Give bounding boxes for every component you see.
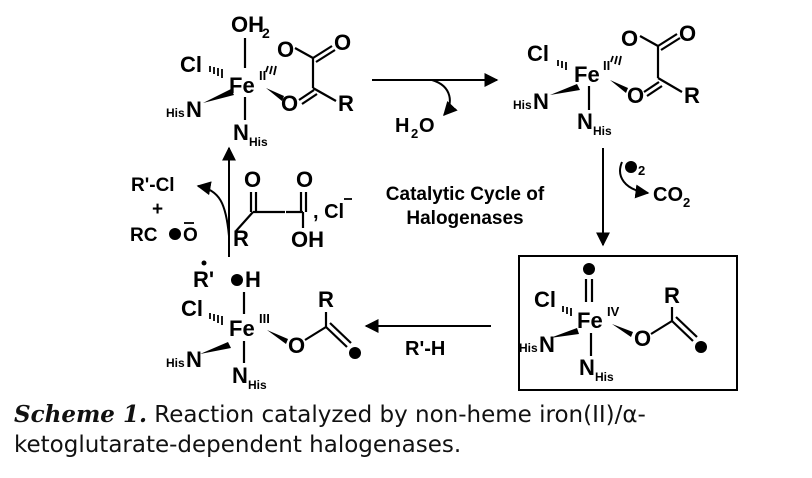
svg-text:O: O	[334, 30, 351, 55]
complex-fe2-five-coordinate: Cl Fe II O O O R His N N His	[513, 21, 700, 138]
svg-text:His: His	[249, 135, 268, 149]
scheme-caption: Scheme 1. Reaction catalyzed by non-heme…	[14, 400, 804, 460]
svg-text:O: O	[281, 91, 298, 116]
svg-text:N: N	[186, 97, 202, 122]
svg-text:Cl: Cl	[534, 287, 556, 312]
svg-text:O: O	[183, 225, 198, 246]
svg-text:O: O	[288, 333, 305, 358]
svg-text:Fe: Fe	[574, 62, 600, 87]
svg-text:R: R	[684, 83, 700, 108]
svg-text:2: 2	[262, 25, 270, 41]
incoming-alpha-ketoglutarate: O R O OH , Cl	[233, 167, 352, 252]
svg-text:N: N	[533, 89, 549, 114]
svg-text:N: N	[579, 355, 595, 380]
caption-label: Scheme 1.	[14, 401, 147, 428]
svg-text:III: III	[259, 311, 270, 326]
svg-text:R: R	[233, 226, 249, 251]
svg-text:+: +	[152, 199, 163, 220]
complex-fe2-aqua: OH 2 Cl Fe II His N N His O O O R	[166, 12, 354, 149]
chloride-ion-label: , Cl	[313, 201, 344, 223]
svg-text:O: O	[296, 167, 313, 192]
released-products: R'-Cl + RC O	[130, 175, 198, 246]
chloride-ligand-label: Cl	[180, 52, 202, 77]
svg-text:N: N	[577, 109, 593, 134]
svg-text:O: O	[634, 326, 651, 351]
svg-text:N: N	[232, 363, 248, 388]
svg-text:O: O	[627, 83, 644, 108]
svg-text:II: II	[603, 58, 610, 73]
svg-text:His: His	[166, 356, 185, 370]
svg-text:O: O	[679, 21, 696, 46]
svg-text:2: 2	[638, 163, 645, 178]
svg-text:N: N	[186, 347, 202, 372]
svg-text:Cl: Cl	[181, 296, 203, 321]
svg-text:IV: IV	[607, 304, 620, 319]
halogenase-catalytic-cycle-scheme: OH 2 Cl Fe II His N N His O O O R	[130, 12, 738, 392]
complex-fe4-oxo: Cl Fe IV His N N His O R	[518, 255, 738, 391]
svg-text:His: His	[519, 341, 538, 355]
substrate-rh-label: R'-H	[405, 338, 445, 360]
ferryl-intermediate-box	[518, 255, 738, 391]
svg-text:His: His	[248, 378, 267, 392]
water-ligand-label: OH	[231, 12, 264, 37]
svg-text:His: His	[595, 370, 614, 384]
svg-text:OH: OH	[291, 227, 324, 252]
caption-text: Reaction catalyzed by non-heme iron(II)/…	[14, 402, 646, 458]
svg-text:N: N	[539, 332, 555, 357]
svg-text:2: 2	[411, 126, 418, 141]
svg-text:His: His	[513, 98, 532, 112]
svg-text:R: R	[664, 283, 680, 308]
svg-text:R: R	[318, 287, 334, 312]
svg-text:His: His	[166, 106, 185, 120]
svg-text:II: II	[259, 68, 266, 83]
svg-text:H: H	[245, 267, 261, 292]
complex-fe3-hydroxo: R' H Cl Fe III His N N His O R	[166, 260, 361, 392]
svg-text:N: N	[233, 120, 249, 145]
svg-text:Fe: Fe	[577, 308, 603, 333]
svg-text:O: O	[244, 167, 261, 192]
svg-text:O: O	[621, 26, 638, 51]
cycle-title-line2: Halogenases	[406, 208, 523, 229]
svg-text:His: His	[593, 124, 612, 138]
svg-text:2: 2	[683, 195, 690, 210]
svg-text:Cl: Cl	[527, 41, 549, 66]
svg-text:Fe: Fe	[229, 316, 255, 341]
svg-text:O: O	[277, 37, 294, 62]
oxygen-atom-dot	[625, 161, 637, 173]
water-byproduct-label: H	[395, 115, 409, 137]
svg-text:R: R	[338, 91, 354, 116]
svg-text:R': R'	[193, 267, 214, 292]
cycle-title-line1: Catalytic Cycle of	[386, 184, 545, 205]
co2-byproduct-label: CO	[653, 184, 683, 206]
product-rco-label: RC	[130, 225, 158, 246]
svg-text:O: O	[419, 115, 435, 137]
product-alkyl-chloride-label: R'-Cl	[131, 175, 175, 196]
